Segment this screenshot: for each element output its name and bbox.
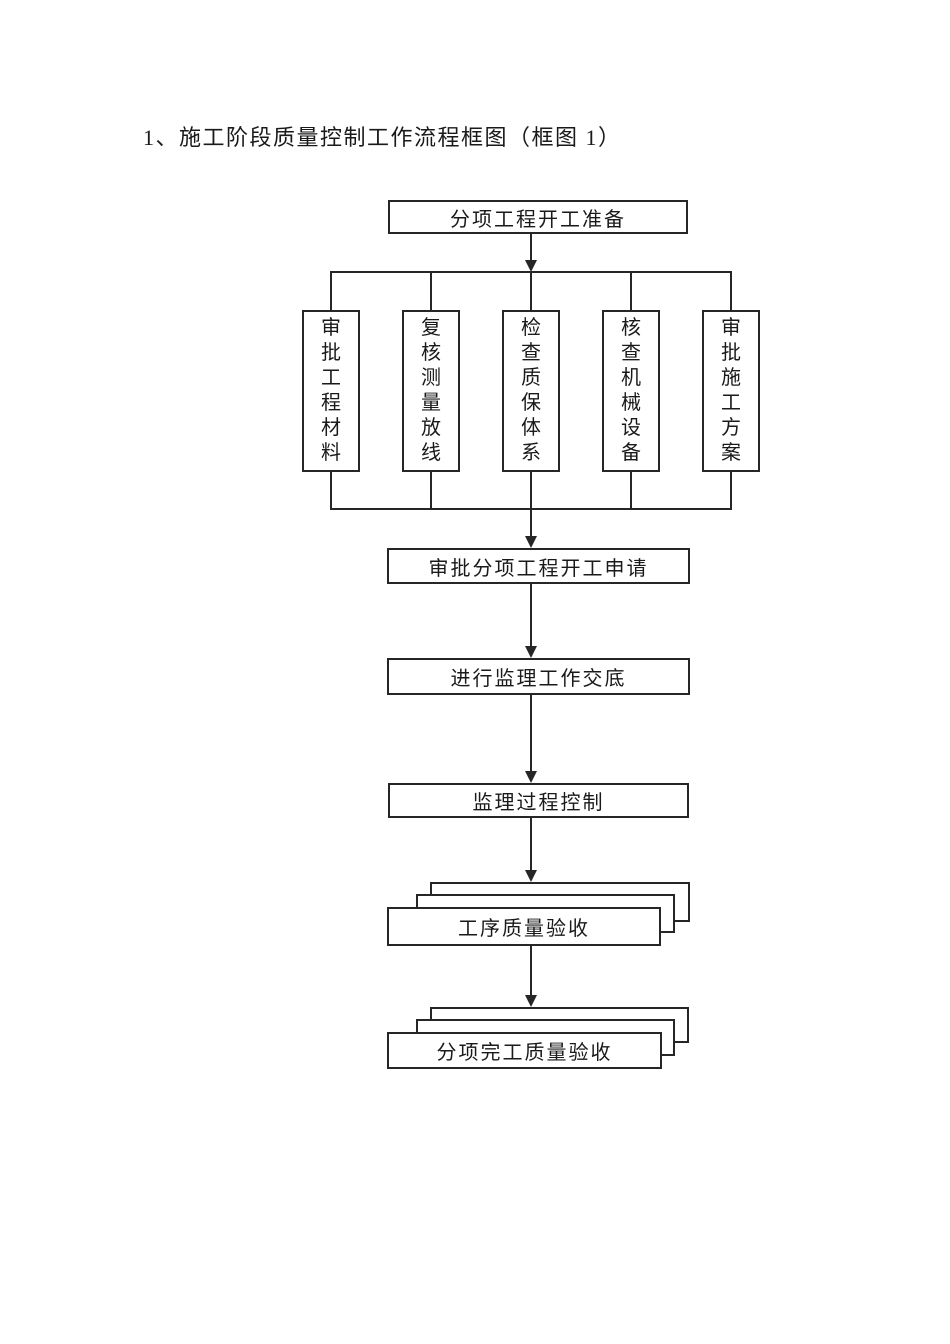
connector-line xyxy=(330,508,732,510)
section-title: 1、施工阶段质量控制工作流程框图（框图 1） xyxy=(143,125,622,150)
connector-line xyxy=(530,510,532,536)
arrow-down-icon xyxy=(525,870,537,882)
flow-box-supervision-disclosure: 进行监理工作交底 xyxy=(387,658,690,695)
flow-box-approve-plan: 审批施工方案 xyxy=(702,310,760,472)
flow-box-start: 分项工程开工准备 xyxy=(388,200,688,234)
flow-box-check-qa-system: 检查质保体系 xyxy=(502,310,560,472)
flow-box-recheck-survey: 复核测量放线 xyxy=(402,310,460,472)
flow-box-start-label: 分项工程开工准备 xyxy=(450,208,626,231)
flow-box-approve-materials-label: 审批工程材料 xyxy=(321,317,341,464)
connector-line xyxy=(630,472,632,509)
flow-box-approve-plan-label: 审批施工方案 xyxy=(721,317,741,464)
arrow-down-icon xyxy=(525,260,537,272)
flow-box-verify-equipment: 核查机械设备 xyxy=(602,310,660,472)
flow-box-check-qa-system-label: 检查质保体系 xyxy=(521,317,541,464)
flow-box-recheck-survey-label: 复核测量放线 xyxy=(421,317,441,464)
arrow-down-icon xyxy=(525,771,537,783)
flow-box-completion-quality-acceptance-label: 分项完工质量验收 xyxy=(436,1042,613,1064)
flow-box-process-control-label: 监理过程控制 xyxy=(472,792,605,814)
connector-line xyxy=(530,584,532,646)
flow-box-completion-quality-acceptance: 分项完工质量验收 xyxy=(387,1032,662,1069)
flow-box-approve-materials: 审批工程材料 xyxy=(302,310,360,472)
connector-line xyxy=(330,273,332,310)
connector-line xyxy=(530,818,532,870)
connector-line xyxy=(530,273,532,310)
connector-line xyxy=(430,273,432,310)
arrow-down-icon xyxy=(525,995,537,1007)
connector-line xyxy=(330,271,732,273)
connector-line xyxy=(730,472,732,509)
connector-line xyxy=(530,472,532,509)
flow-box-process-control: 监理过程控制 xyxy=(388,783,689,818)
connector-line xyxy=(330,472,332,509)
flow-box-verify-equipment-label: 核查机械设备 xyxy=(621,317,641,464)
connector-line xyxy=(530,234,532,260)
flow-box-approve-application: 审批分项工程开工申请 xyxy=(387,548,690,584)
flow-box-process-quality-acceptance-label: 工序质量验收 xyxy=(458,918,590,940)
connector-line xyxy=(530,946,532,995)
connector-line xyxy=(630,273,632,310)
flow-box-approve-application-label: 审批分项工程开工申请 xyxy=(428,557,649,580)
flow-box-supervision-disclosure-label: 进行监理工作交底 xyxy=(450,668,627,690)
connector-line xyxy=(530,695,532,771)
arrow-down-icon xyxy=(525,646,537,658)
flow-box-process-quality-acceptance: 工序质量验收 xyxy=(387,907,661,946)
arrow-down-icon xyxy=(525,536,537,548)
connector-line xyxy=(430,472,432,509)
connector-line xyxy=(730,273,732,310)
